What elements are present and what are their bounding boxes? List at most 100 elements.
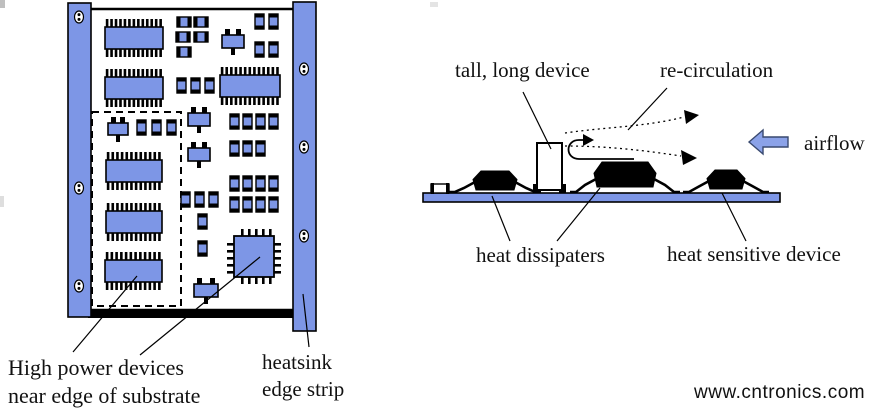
transistor-leg bbox=[202, 107, 207, 114]
ic-pin bbox=[123, 99, 127, 107]
ic-pin bbox=[137, 99, 140, 107]
scan-artifact bbox=[0, 0, 5, 8]
passive-cap bbox=[446, 183, 449, 194]
label-high-power-line1: High power devices bbox=[8, 355, 184, 380]
ic-pin bbox=[105, 69, 109, 77]
passive-cap bbox=[230, 125, 239, 129]
ic-pin bbox=[134, 152, 138, 160]
chip-passive-vertical bbox=[268, 13, 279, 30]
leader-line bbox=[721, 192, 747, 242]
ic-pin bbox=[143, 252, 147, 260]
ic-pin bbox=[148, 203, 152, 211]
chip-passive-horizontal bbox=[176, 16, 192, 28]
ic-pin bbox=[148, 152, 152, 160]
ic-pin bbox=[159, 99, 162, 107]
leader-line bbox=[139, 256, 261, 356]
ic-pin bbox=[132, 49, 136, 57]
ic-pin bbox=[114, 69, 118, 77]
qfp-pin bbox=[227, 250, 234, 253]
chip-passive-vertical bbox=[242, 140, 253, 157]
screw-slot-dot bbox=[77, 184, 81, 188]
leader-line bbox=[522, 91, 552, 150]
ic-pin bbox=[116, 233, 119, 241]
ic-pin bbox=[230, 67, 233, 75]
ic-pin bbox=[128, 19, 131, 27]
ic-pin bbox=[134, 203, 138, 211]
chip-passive-vertical bbox=[268, 113, 279, 130]
ic-pin bbox=[110, 49, 113, 57]
ic-pin bbox=[158, 233, 161, 241]
passive-cap bbox=[198, 252, 207, 256]
ic-pin bbox=[150, 99, 154, 107]
chip-passive-vertical bbox=[204, 77, 215, 94]
ic-pin bbox=[154, 99, 158, 107]
ic-pin bbox=[139, 282, 142, 290]
ic-pin bbox=[105, 252, 109, 260]
passive-cap bbox=[269, 42, 278, 46]
leader-line bbox=[556, 187, 601, 242]
ic-pin bbox=[110, 69, 113, 77]
recirculation-dotted-flow bbox=[564, 116, 685, 134]
ic-pin bbox=[159, 49, 162, 57]
transistor bbox=[193, 278, 219, 304]
ic-pin bbox=[150, 69, 154, 77]
ic-pin bbox=[220, 97, 224, 105]
ic-pin bbox=[266, 67, 270, 75]
ic-pin bbox=[153, 233, 157, 241]
passive-cap bbox=[191, 89, 200, 93]
passive-cap bbox=[269, 176, 278, 180]
ic-pin bbox=[139, 152, 143, 160]
chip-passive-vertical bbox=[254, 13, 265, 30]
chip-passive-horizontal bbox=[176, 46, 192, 58]
screw-slot-dot bbox=[302, 147, 306, 151]
ic-pin bbox=[153, 152, 157, 160]
ic-pin bbox=[139, 233, 143, 241]
ic-body bbox=[219, 74, 281, 98]
ic-pin bbox=[141, 69, 145, 77]
qfp-pin bbox=[248, 277, 251, 284]
ic-pin bbox=[262, 67, 265, 75]
passive-cap bbox=[209, 192, 218, 196]
passive-cap bbox=[230, 141, 239, 145]
ic-pin bbox=[143, 282, 147, 290]
ic-pin bbox=[116, 203, 119, 211]
screw-slot-dot bbox=[77, 13, 81, 17]
gull-wing-lead bbox=[653, 177, 680, 194]
ic-pin bbox=[128, 49, 131, 57]
device-body bbox=[472, 170, 518, 191]
transistor-leg bbox=[202, 142, 207, 149]
chip-passive-vertical bbox=[151, 119, 162, 136]
passive-cap bbox=[256, 152, 265, 156]
passive-cap bbox=[243, 187, 252, 191]
ic-pin bbox=[159, 19, 162, 27]
ic-pin bbox=[132, 69, 136, 77]
ic-pin bbox=[114, 99, 118, 107]
ic-pin bbox=[130, 203, 133, 211]
ic-pin bbox=[253, 67, 256, 75]
screw-hole bbox=[73, 181, 85, 195]
ic-pin bbox=[134, 252, 137, 260]
passive-cap bbox=[137, 120, 146, 124]
ic-pin bbox=[248, 97, 252, 105]
qfp-pin bbox=[274, 250, 281, 253]
ic-pin bbox=[120, 282, 123, 290]
ic-pin bbox=[153, 252, 156, 260]
ic-pin bbox=[141, 49, 145, 57]
ic-pin bbox=[123, 69, 127, 77]
ic-body bbox=[104, 26, 164, 50]
passive-cap bbox=[204, 17, 208, 27]
ic-pin bbox=[139, 182, 143, 190]
passive-cap bbox=[187, 47, 191, 57]
screw-hole bbox=[73, 279, 85, 293]
ic-pin bbox=[253, 97, 256, 105]
ic-pin bbox=[139, 203, 143, 211]
chip-passive-vertical bbox=[268, 41, 279, 58]
ic-pin bbox=[106, 182, 110, 190]
chip-passive-vertical bbox=[242, 196, 253, 213]
transistor-body bbox=[107, 122, 129, 136]
ic-pin bbox=[114, 49, 118, 57]
ic-pin bbox=[105, 49, 109, 57]
transistor-leg bbox=[236, 29, 241, 36]
screw-slot-dot bbox=[302, 143, 306, 147]
